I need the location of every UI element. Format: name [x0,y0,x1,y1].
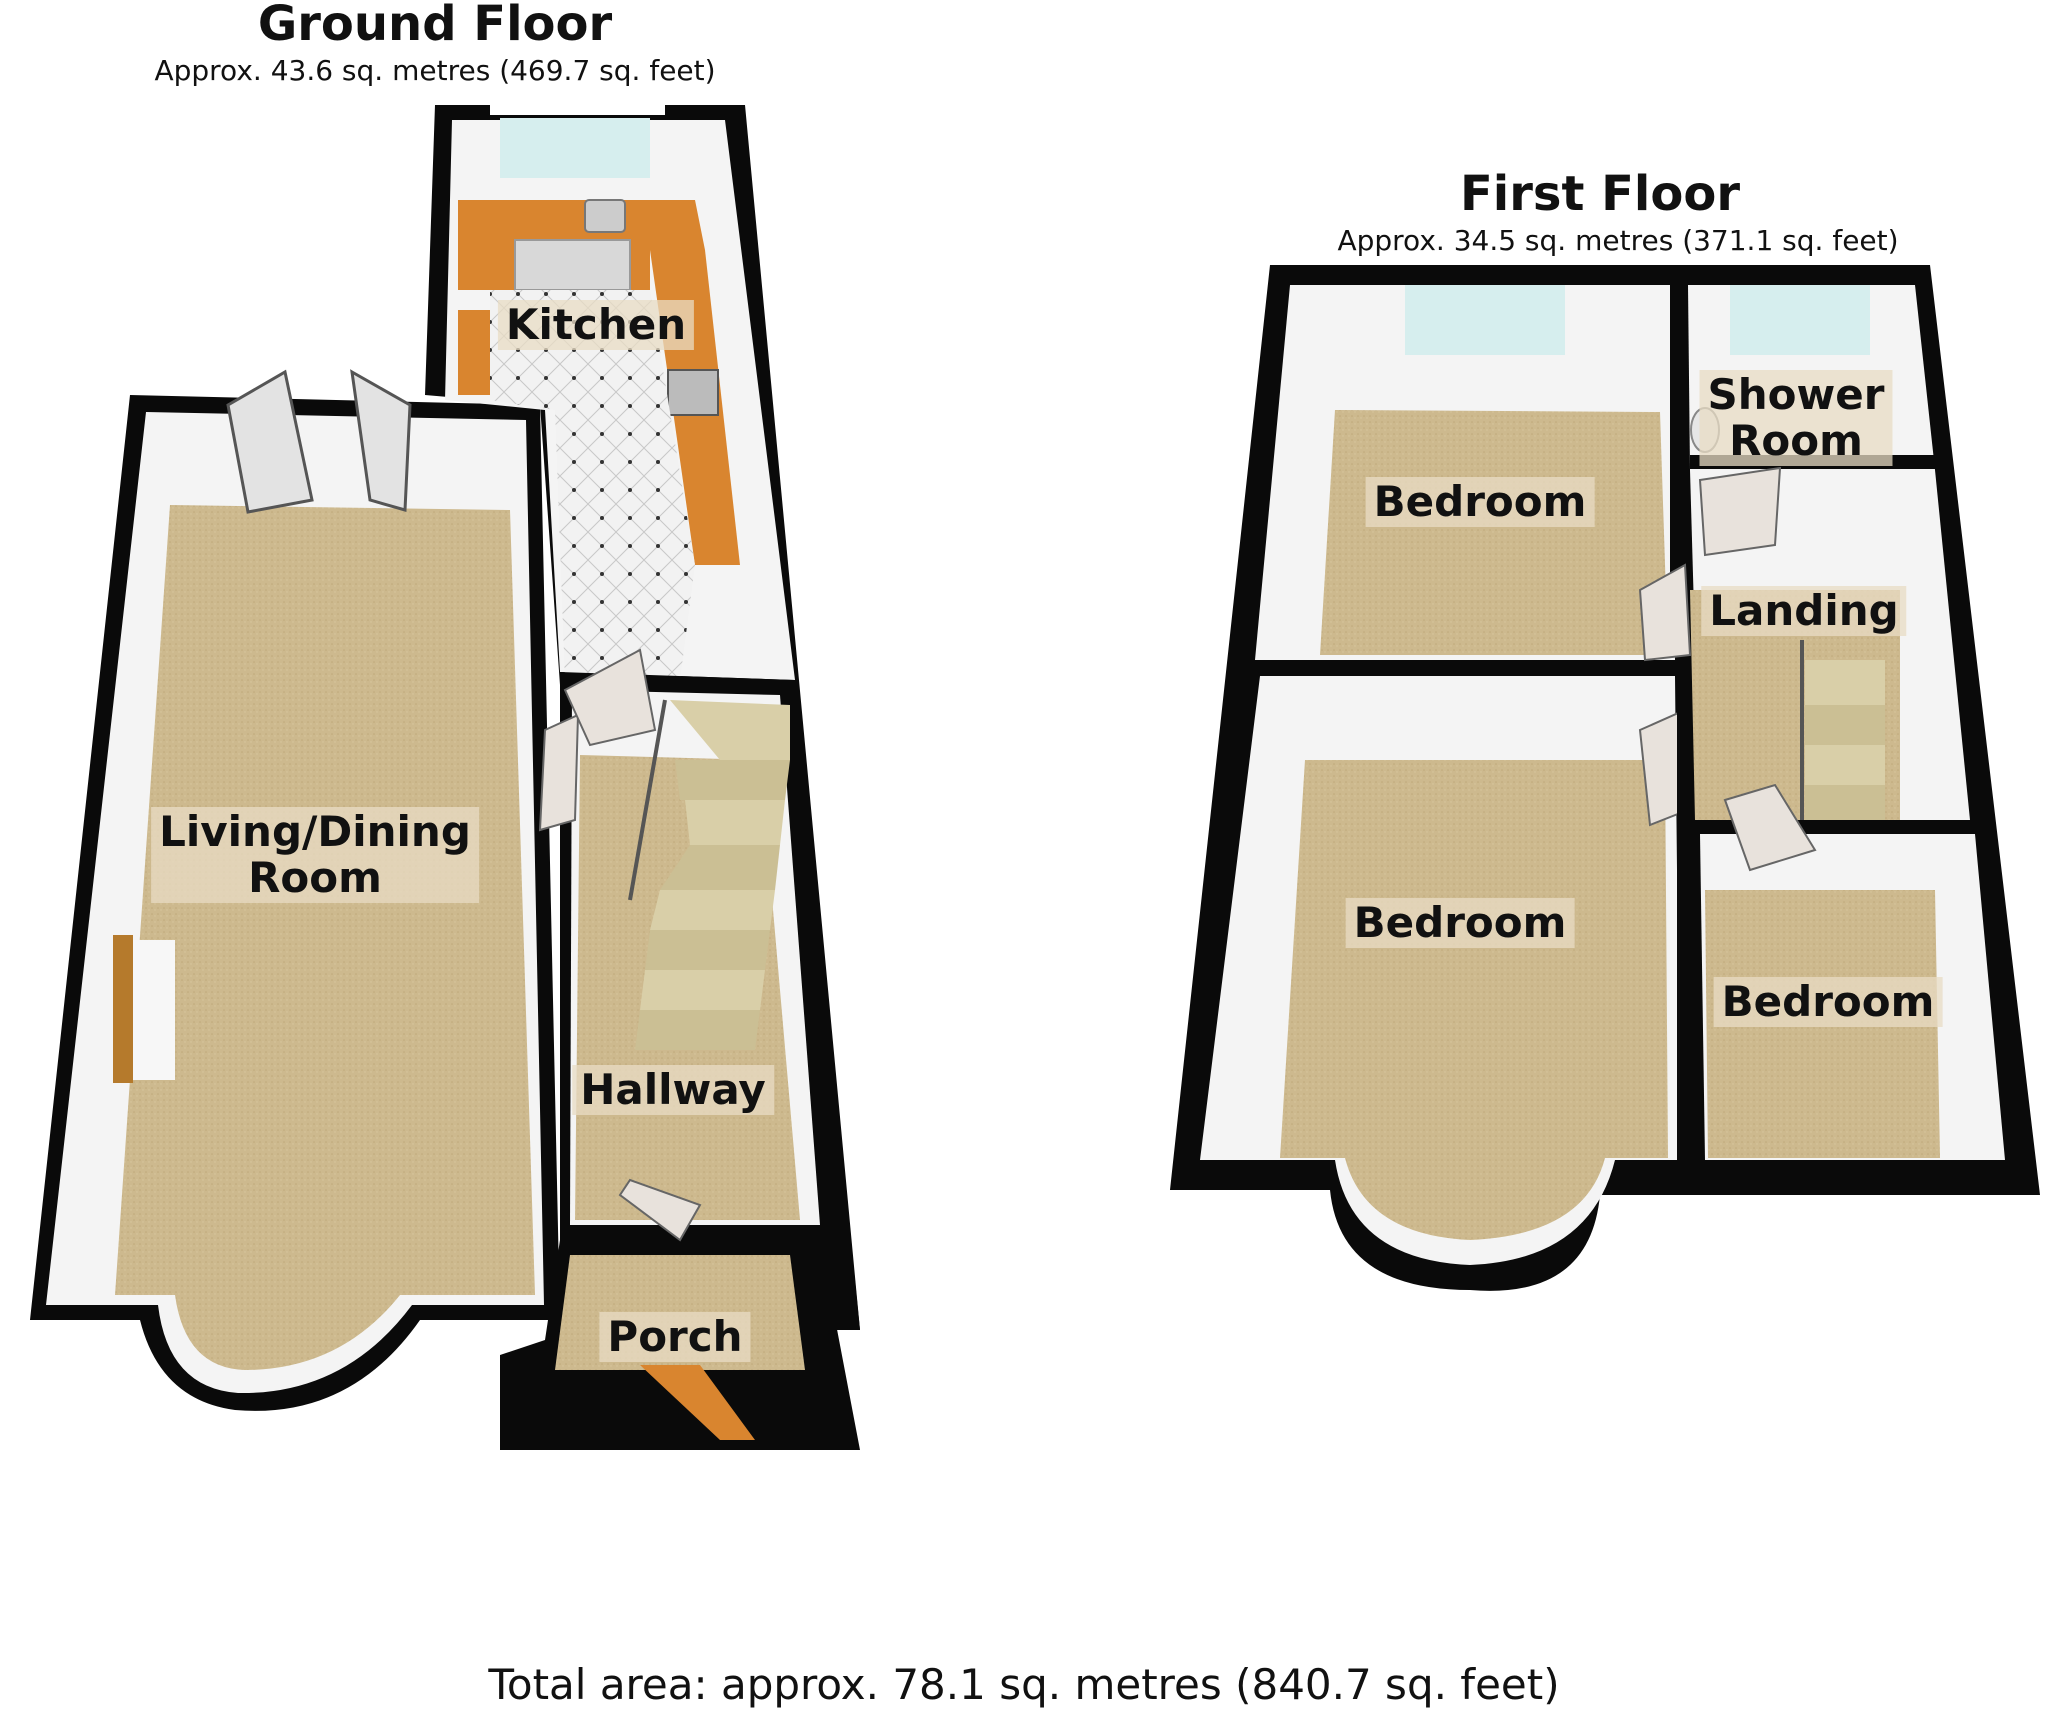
bedroom-small-label: Bedroom [1713,977,1943,1027]
first-floor-area: Approx. 34.5 sq. metres (371.1 sq. feet) [1337,224,1899,257]
living-dining-label: Living/Dining Room [151,807,479,903]
kitchen-label: Kitchen [497,300,695,350]
hallway-label: Hallway [572,1065,774,1115]
bedroom-window [1405,285,1565,355]
bedroom-small-room [1700,783,2005,1160]
landing-label: Landing [1701,586,1907,636]
landing-stairs [1800,640,1885,825]
sink-icon [584,199,626,233]
landing-room [1638,466,1980,834]
staircase [628,699,790,1050]
kitchen-window [500,118,650,178]
bedroom-rear-room [1255,285,1675,660]
hall-door [538,713,580,832]
ground-floor-plan [30,105,860,1450]
hallway-room [538,648,860,1330]
kitchen-door [563,648,657,747]
hob-icon [667,369,719,416]
shower-room-label: Shower Room [1699,370,1893,466]
total-area: Total area: approx. 78.1 sq. metres (840… [488,1660,1560,1709]
living-dining-room [30,369,560,1411]
bedroom-rear-label: Bedroom [1365,477,1595,527]
bedroom-front-room [1200,676,1691,1265]
fireplace [113,935,133,1083]
front-door [640,1365,755,1440]
bedroom-front-label: Bedroom [1345,898,1575,948]
french-doors [226,369,412,514]
ground-floor-title: Ground Floor [257,0,613,52]
ground-floor-area: Approx. 43.6 sq. metres (469.7 sq. feet) [154,54,716,87]
first-floor-title: First Floor [1459,166,1741,222]
porch-label: Porch [599,1312,751,1362]
first-floor-plan [1170,265,2040,1291]
